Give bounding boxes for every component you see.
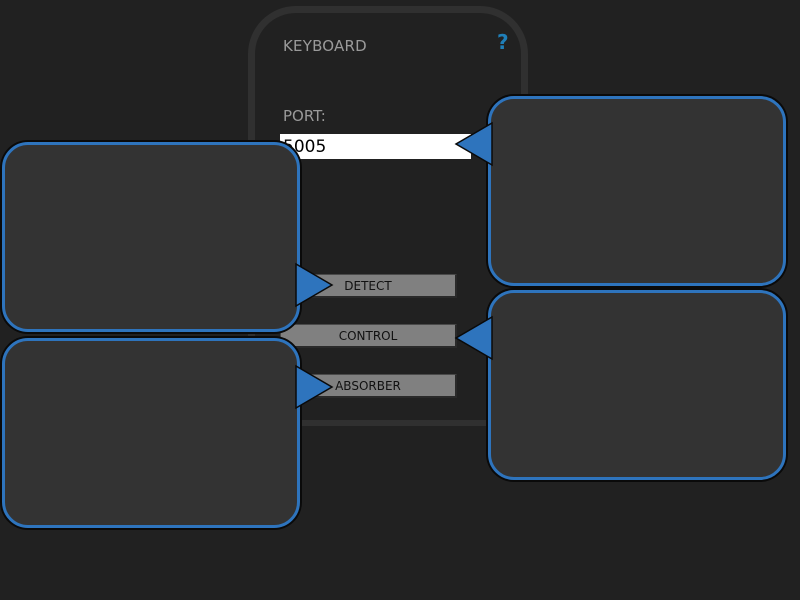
callout-absorber — [2, 338, 300, 528]
callout-control — [488, 290, 786, 480]
port-input[interactable] — [280, 134, 471, 159]
control-button[interactable]: CONTROL — [280, 324, 457, 348]
callout-port-pointer — [454, 121, 493, 167]
callout-port — [488, 96, 786, 286]
callout-detect — [2, 142, 300, 332]
port-label: PORT: — [283, 107, 326, 125]
panel-title: KEYBOARD — [283, 37, 367, 55]
callout-control-pointer — [454, 315, 493, 361]
callout-absorber-pointer — [295, 364, 334, 410]
callout-detect-pointer — [295, 262, 334, 308]
question-mark-icon[interactable]: ? — [497, 30, 509, 54]
